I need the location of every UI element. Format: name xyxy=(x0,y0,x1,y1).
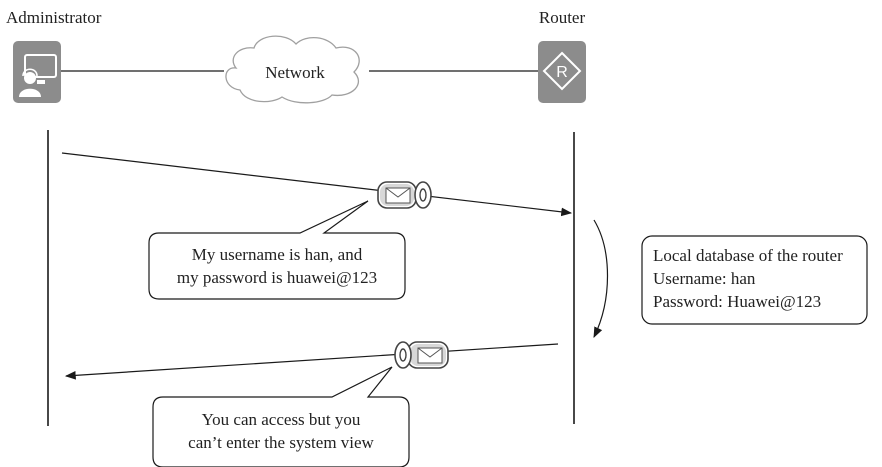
response-text-line-1: You can access but you xyxy=(201,410,361,429)
administrator-label: Administrator xyxy=(6,8,102,27)
request-envelope-icon xyxy=(377,181,432,209)
cloud-icon xyxy=(225,35,360,104)
database-title: Local database of the router xyxy=(653,246,843,265)
processing-arrow xyxy=(593,219,609,338)
request-text-line-2: my password is huawei@123 xyxy=(176,268,378,287)
request-callout xyxy=(148,200,406,300)
response-text-line-2: can’t enter the system view xyxy=(188,433,374,452)
router-glyph: R xyxy=(556,64,568,81)
database-username: Username: han xyxy=(653,269,756,288)
router-icon: R xyxy=(538,41,586,103)
admin-pc-icon xyxy=(13,41,61,103)
network-label: Network xyxy=(265,63,325,82)
request-text-line-1: My username is han, and xyxy=(191,245,363,264)
database-box xyxy=(641,235,868,325)
response-arrow xyxy=(64,343,559,380)
response-envelope-icon xyxy=(394,341,449,369)
router-label: Router xyxy=(538,8,586,27)
database-password: Password: Huawei@123 xyxy=(653,292,822,311)
request-arrow xyxy=(61,152,573,217)
